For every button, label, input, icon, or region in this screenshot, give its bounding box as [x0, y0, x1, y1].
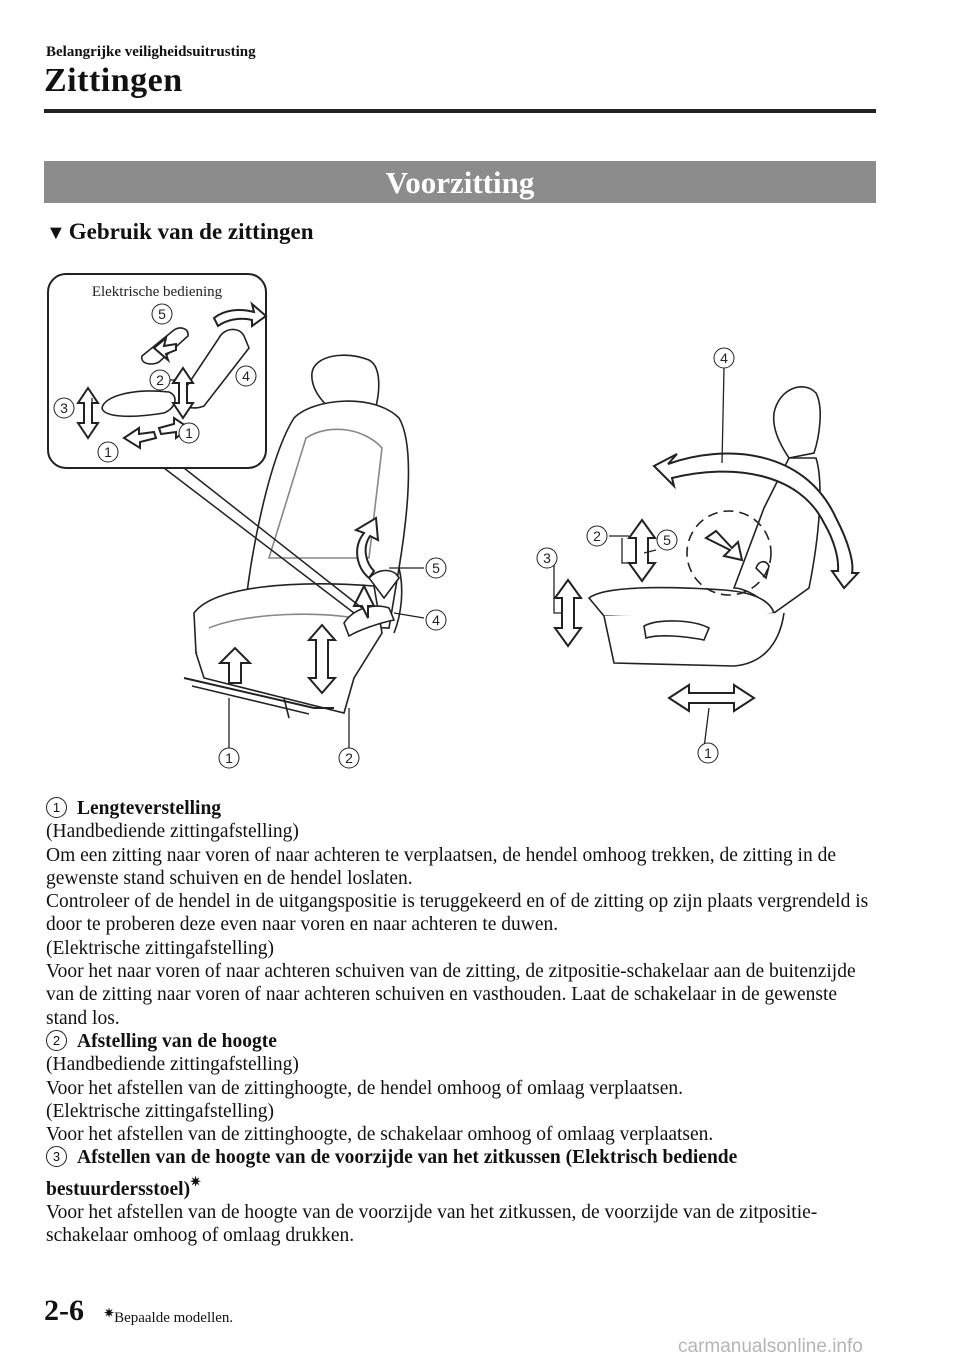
callout-5-right: 5	[656, 529, 678, 551]
section-label: Belangrijke veiligheidsuitrusting	[46, 44, 256, 60]
item-1-paragraph: (Elektrische zittingafstelling)	[46, 937, 274, 959]
item-3-paragraph: Voor het afstellen van de hoogte van de …	[46, 1202, 818, 1247]
svg-text:4: 4	[720, 350, 728, 366]
item-2-paragraph: Voor het afstellen van de zittinghoogte,…	[46, 1124, 714, 1146]
subheading: ▼Gebruik van de zittingen	[46, 219, 314, 245]
recline-arc-arrow	[652, 452, 861, 590]
watermark-link[interactable]: carmanualsonline.info	[678, 1336, 863, 1357]
callout-1-inset-b: 1	[97, 441, 119, 463]
svg-text:2: 2	[593, 528, 601, 544]
header-rule	[44, 109, 876, 113]
item-number-badge: 2	[46, 1029, 67, 1051]
callout-1-right: 1	[697, 742, 719, 764]
right-seat-illustration	[587, 386, 822, 667]
svg-text:4: 4	[242, 368, 250, 384]
callout-leaders	[91, 367, 725, 749]
footnote-star-icon: ✷	[104, 1306, 115, 1320]
svg-text:5: 5	[432, 560, 440, 576]
svg-text:2: 2	[156, 372, 164, 388]
item-1-paragraph: Voor het naar voren of naar achteren sch…	[46, 961, 856, 1029]
callout-4-inset: 4	[235, 365, 257, 387]
recline-zone-dashed-circle	[686, 510, 772, 596]
banner-title: Voorzitting	[385, 165, 535, 200]
item-number-badge: 1	[46, 797, 67, 818]
svg-text:3: 3	[60, 400, 68, 416]
svg-text:3: 3	[543, 550, 551, 566]
inset-label: Elektrische bediening	[92, 284, 223, 300]
item-2-paragraph: (Elektrische zittingafstelling)	[46, 1100, 274, 1122]
section-banner: Voorzitting	[44, 161, 876, 203]
callout-3-inset: 3	[53, 397, 75, 419]
item-1-paragraph: (Handbediende zittingafstelling)	[46, 821, 299, 843]
callout-1-inset-a: 1	[178, 422, 200, 444]
callout-5-inset: 5	[151, 303, 173, 325]
callout-2-right: 2	[586, 525, 608, 547]
subheading-text: Gebruik van de zittingen	[68, 219, 314, 244]
chapter-title: Zittingen	[44, 62, 183, 99]
item-1-paragraph: Om een zitting naar voren of naar achter…	[46, 844, 836, 889]
seat-adjustment-figure: Elektrische bediening	[47, 273, 861, 769]
item-number-badge: 3	[46, 1146, 67, 1168]
item-2-paragraph: Voor het afstellen van de zittinghoogte,…	[46, 1077, 683, 1099]
callout-4-left: 4	[425, 609, 447, 631]
svg-text:1: 1	[225, 750, 233, 766]
footnote: ✷Bepaalde modellen.	[104, 1306, 233, 1327]
svg-text:1: 1	[704, 745, 712, 761]
item-1-paragraph: Controleer of de hendel in de uitgangspo…	[46, 891, 869, 936]
callout-1-left: 1	[218, 747, 240, 769]
svg-text:5: 5	[158, 306, 166, 322]
down-triangle-icon: ▼	[46, 222, 66, 244]
svg-text:1: 1	[104, 444, 112, 460]
left-seat-arrows	[217, 516, 380, 695]
callout-3-right: 3	[536, 547, 558, 569]
svg-text:4: 4	[432, 612, 440, 628]
right-seat-arrows	[553, 518, 756, 713]
svg-text:1: 1	[185, 425, 193, 441]
inset-leader-lines	[163, 467, 363, 614]
svg-text:5: 5	[663, 532, 671, 548]
footnote-text: Bepaalde modellen.	[114, 1310, 234, 1326]
callout-numbers: 1 2 5 4 1 4 3 2 5 5 2 4 3 1 1	[53, 303, 735, 769]
callout-2-inset: 2	[149, 369, 171, 391]
page-number: 2-6	[44, 1294, 84, 1327]
callout-2-left: 2	[338, 747, 360, 769]
svg-text:2: 2	[345, 750, 353, 766]
item-2-paragraph: (Handbediende zittingafstelling)	[46, 1054, 299, 1076]
optional-model-star-icon: ✷	[190, 1173, 201, 1189]
callout-4-right: 4	[713, 347, 735, 369]
callout-5-left: 5	[425, 557, 447, 579]
